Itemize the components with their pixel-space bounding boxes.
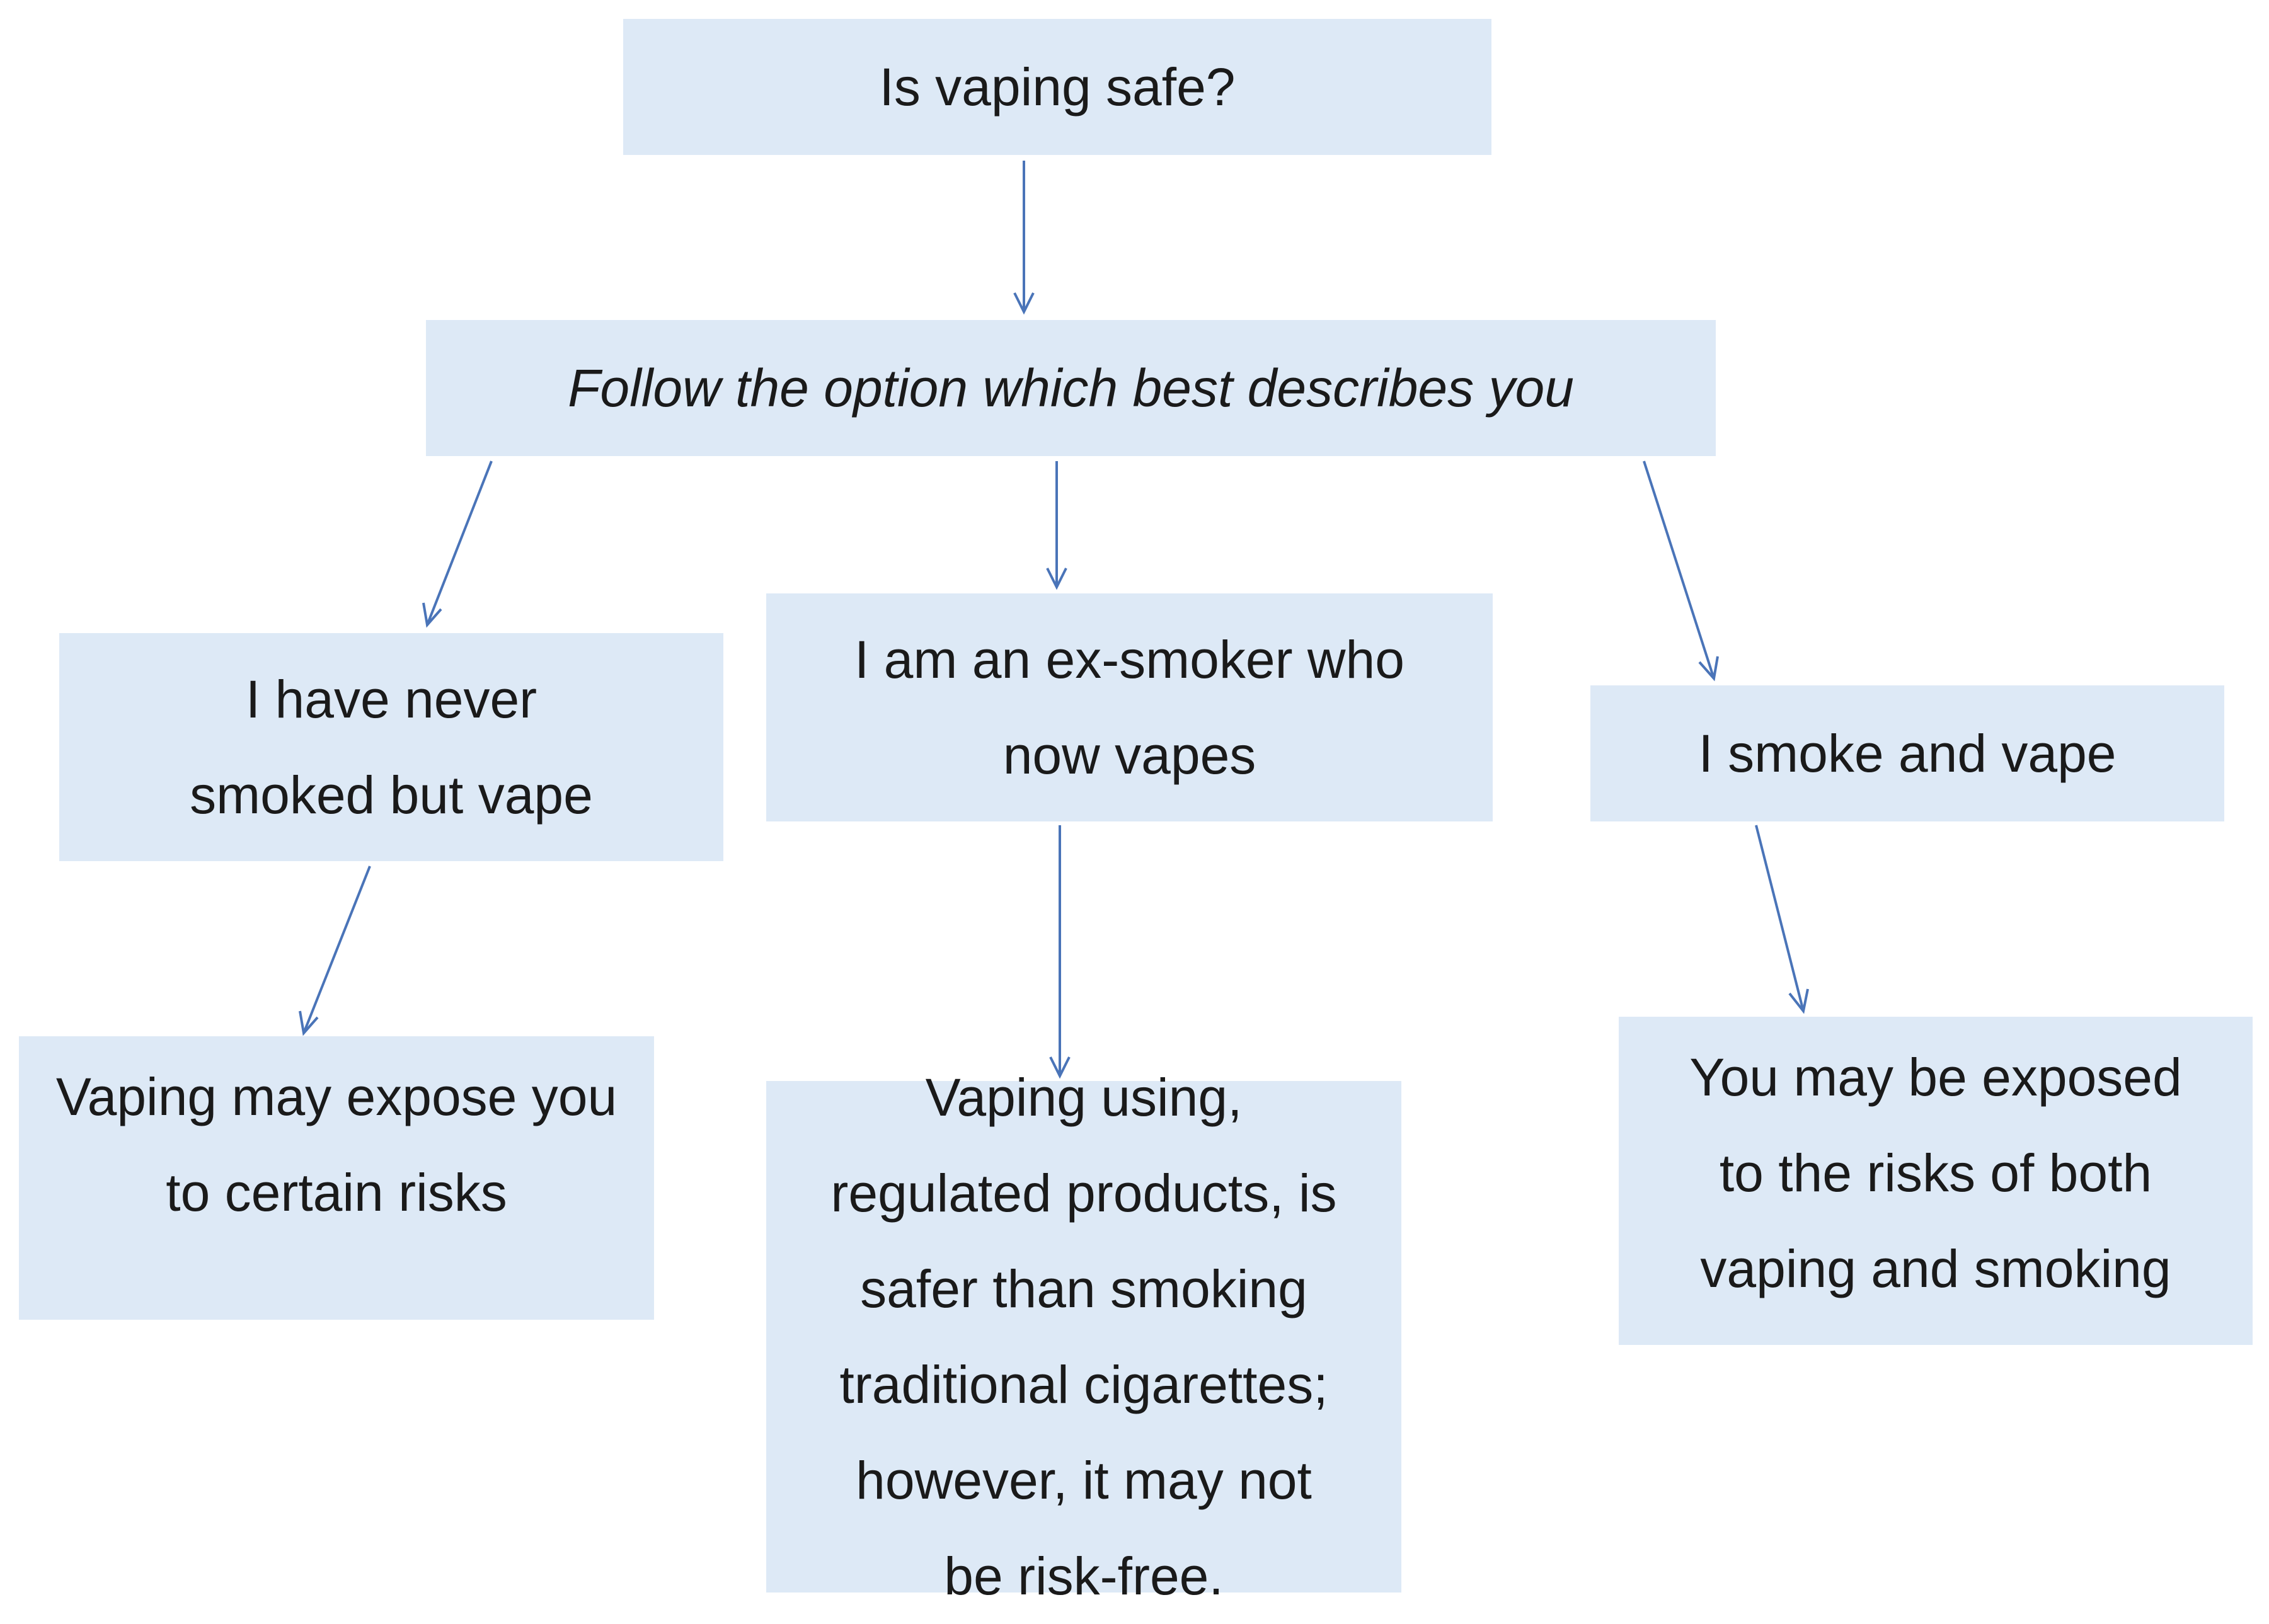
- outcome-ex-smoker-text: Vaping using, regulated products, is saf…: [830, 1068, 1337, 1606]
- instruction-text: Follow the option which best describes y…: [568, 358, 1574, 418]
- arrow-question-to-instruction: [1013, 161, 1035, 315]
- instruction-box: Follow the option which best describes y…: [426, 320, 1716, 456]
- outcome-smoke-and-vape-box: You may be exposed to the risks of both …: [1619, 1017, 2253, 1345]
- option-never-smoked-text: I have never smoked but vape: [190, 670, 593, 825]
- option-ex-smoker-text: I am an ex-smoker who now vapes: [854, 630, 1404, 785]
- arrow-instruction-to-option-2: [1046, 461, 1067, 590]
- outcome-ex-smoker-box: Vaping using, regulated products, is saf…: [766, 1068, 1401, 1606]
- option-smoke-and-vape-box: I smoke and vape: [1590, 685, 2224, 821]
- outcome-never-smoked-box: Vaping may expose you to certain risks: [19, 1036, 654, 1320]
- arrow-option-2-to-outcome-2: [1049, 825, 1071, 1079]
- arrow-instruction-to-option-3: [1643, 460, 1719, 682]
- option-ex-smoker-box: I am an ex-smoker who now vapes: [766, 593, 1493, 821]
- arrow-option-3-to-outcome-3: [1755, 825, 1809, 1014]
- outcome-never-smoked-text: Vaping may expose you to certain risks: [55, 1067, 618, 1222]
- option-smoke-and-vape-text: I smoke and vape: [1698, 724, 2117, 783]
- option-never-smoked-box: I have never smoked but vape: [59, 633, 723, 861]
- arrow-instruction-to-option-1: [422, 460, 493, 628]
- arrow-option-1-to-outcome-1: [299, 866, 371, 1036]
- question-box: Is vaping safe?: [623, 19, 1491, 155]
- question-text: Is vaping safe?: [879, 57, 1236, 117]
- outcome-smoke-and-vape-text: You may be exposed to the risks of both …: [1689, 1048, 2182, 1298]
